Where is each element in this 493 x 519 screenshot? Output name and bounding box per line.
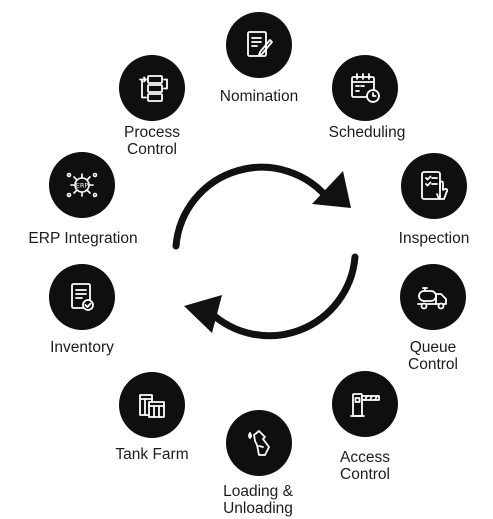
document-pen-icon	[247, 31, 273, 57]
tank-farm-label: Tank Farm	[115, 446, 189, 463]
tanker-truck-icon	[417, 287, 447, 310]
queue-control-label: Queue Control	[408, 339, 458, 373]
inspection-label: Inspection	[398, 230, 470, 247]
erp-integration-label: ERP Integration	[28, 230, 138, 247]
fuel-nozzle-icon	[248, 430, 270, 456]
inventory-node	[49, 264, 115, 330]
access-control-node	[332, 371, 398, 437]
erp-integration-node: ERP	[49, 152, 115, 218]
calendar-clock-icon	[351, 73, 380, 103]
loading-unloading-node	[226, 410, 292, 476]
clipboard-check-icon	[71, 283, 94, 311]
nomination-node	[226, 12, 292, 78]
inventory-label: Inventory	[50, 339, 114, 356]
storage-tanks-icon	[139, 394, 165, 418]
tank-farm-node	[119, 372, 185, 438]
process-control-label: Process Control	[124, 124, 180, 158]
inspection-node	[401, 153, 467, 219]
scheduling-label: Scheduling	[328, 124, 406, 141]
barrier-gate-icon	[350, 393, 380, 417]
svg-text:ERP: ERP	[76, 182, 89, 190]
loading-unloading-label: Loading & Unloading	[223, 483, 293, 517]
process-control-node	[119, 55, 185, 121]
scheduling-node	[332, 55, 398, 121]
erp-gear-icon: ERP	[66, 172, 98, 198]
queue-control-node	[400, 264, 466, 330]
flowchart-icon	[139, 75, 168, 102]
nomination-label: Nomination	[219, 88, 299, 105]
access-control-label: Access Control	[340, 449, 390, 483]
tablet-checklist-icon	[421, 171, 449, 200]
